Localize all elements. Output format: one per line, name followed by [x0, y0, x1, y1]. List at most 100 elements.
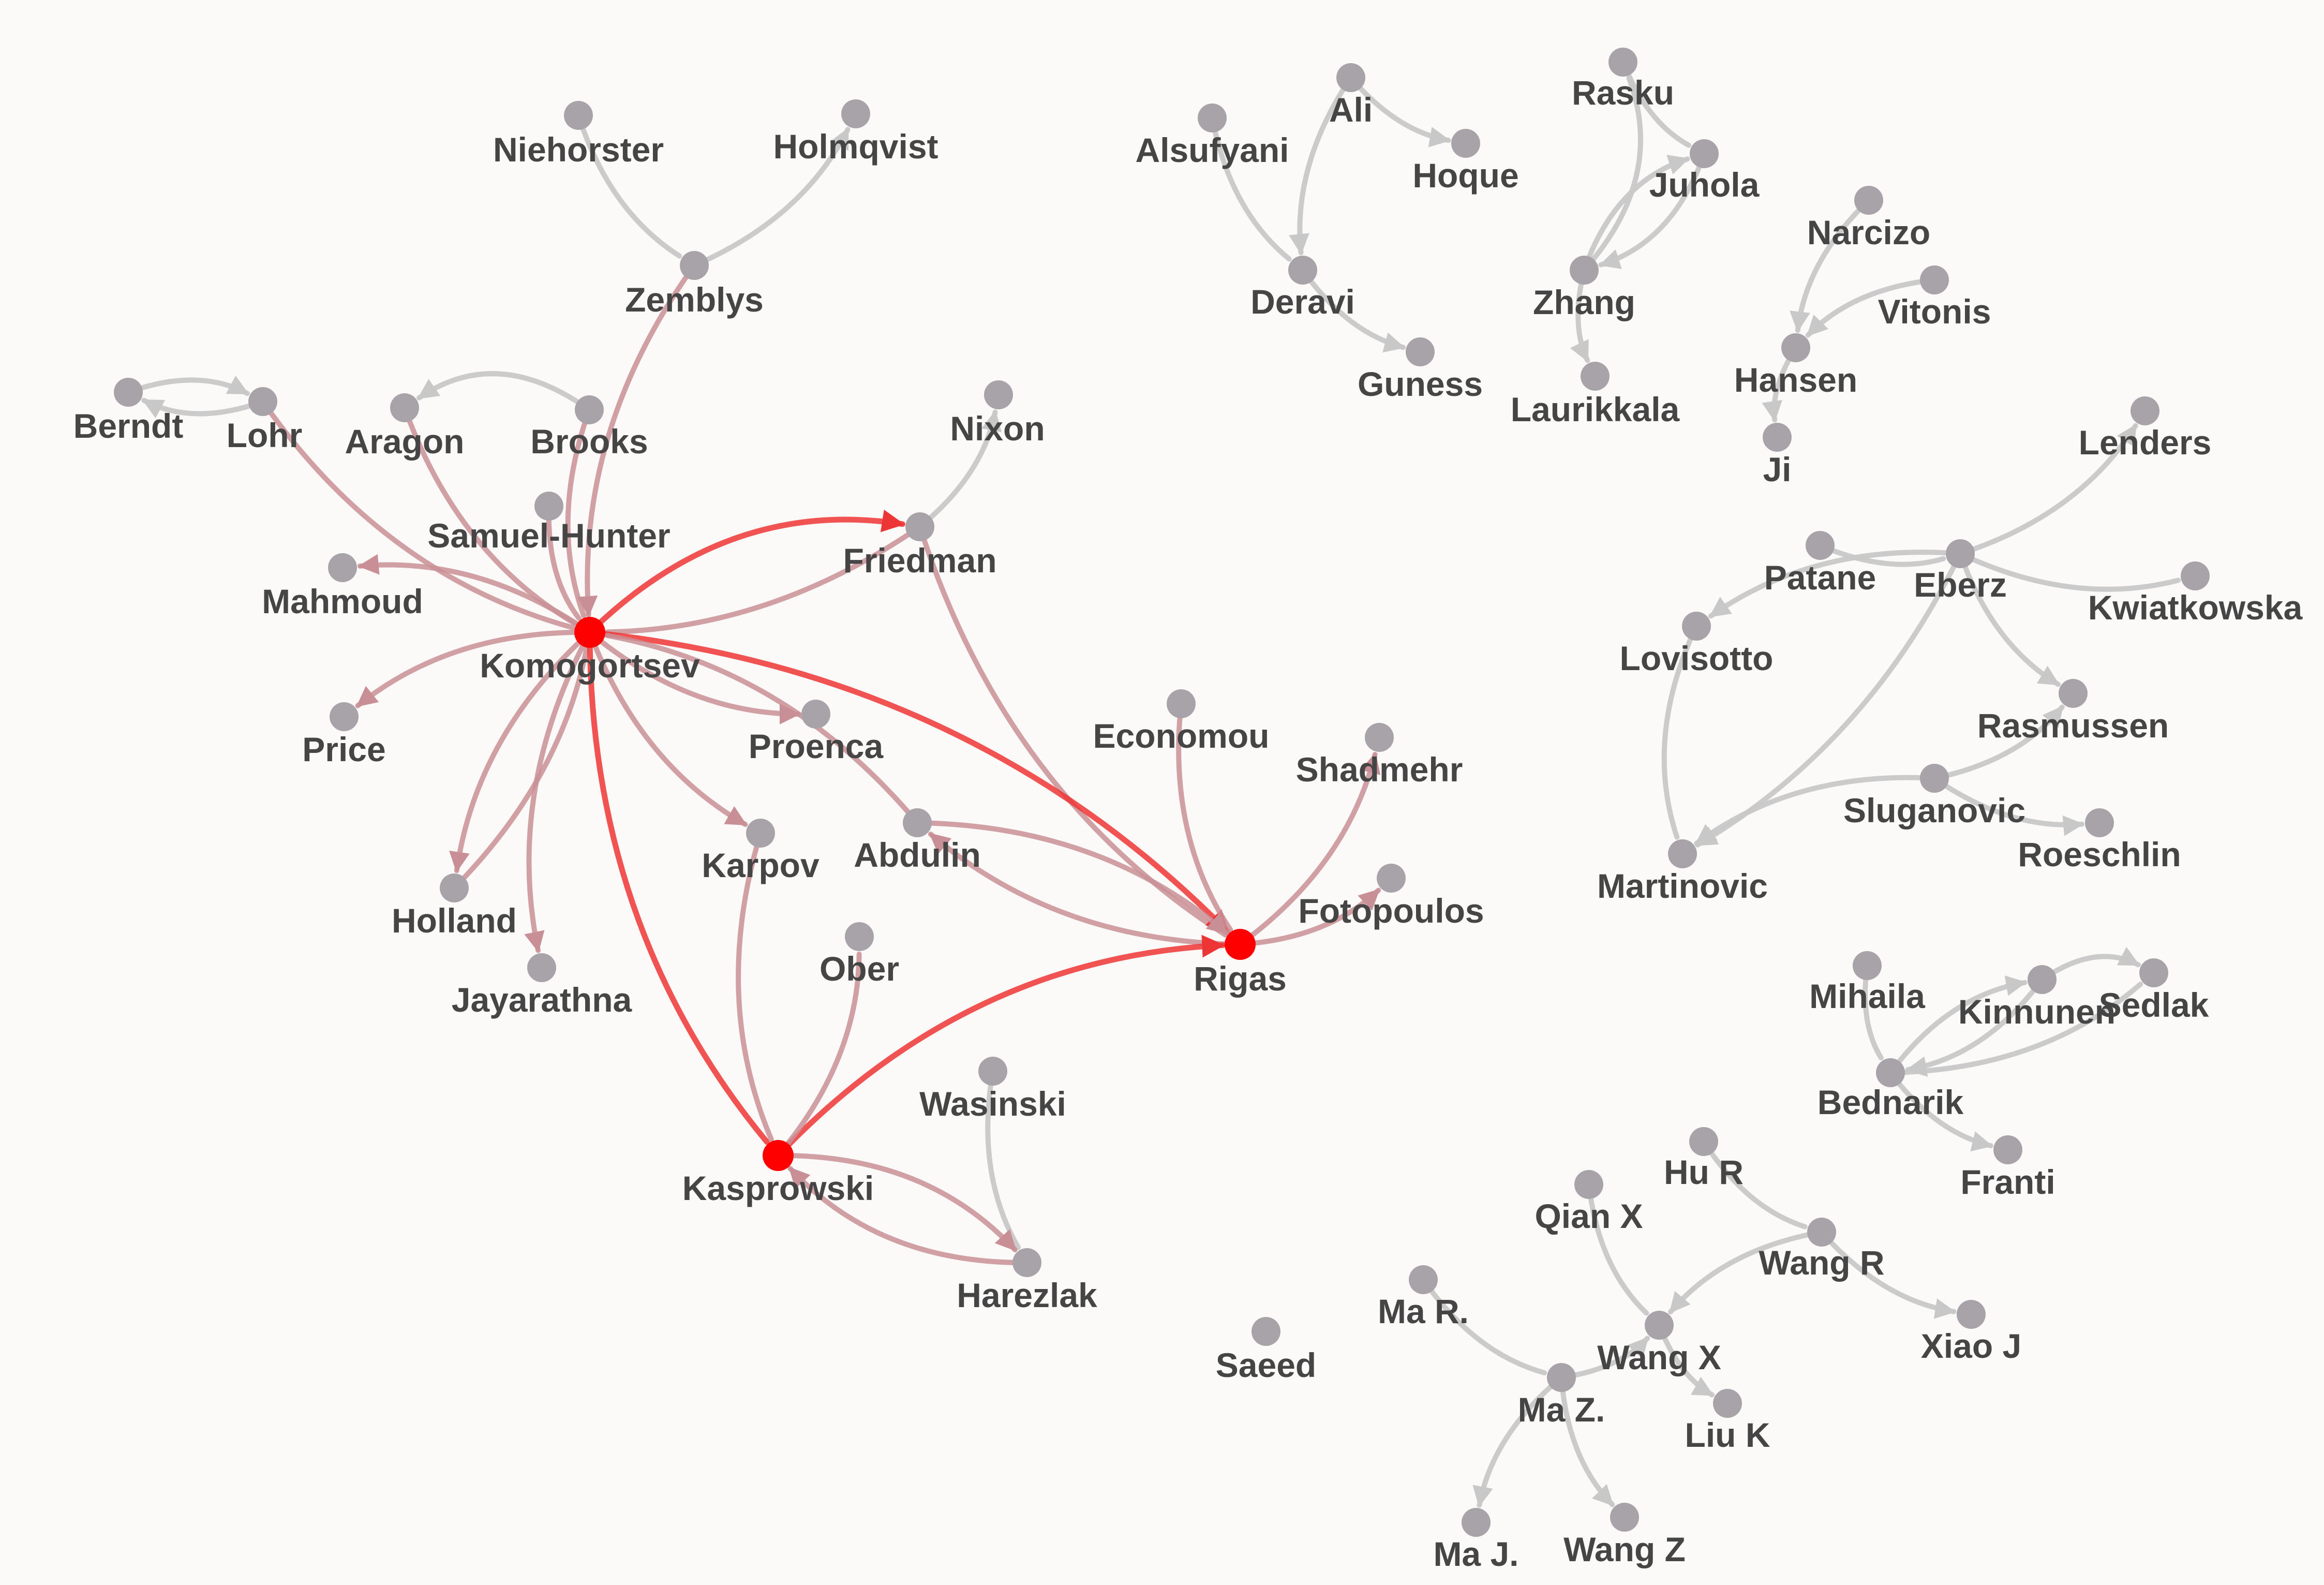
node-hoque[interactable]	[1451, 129, 1480, 158]
node-kasprowski[interactable]	[763, 1140, 794, 1171]
node-fotopoulos[interactable]	[1377, 864, 1406, 893]
node-sedlak[interactable]	[2139, 958, 2168, 987]
node-laurikkala[interactable]	[1581, 362, 1610, 391]
node-patane[interactable]	[1806, 531, 1835, 560]
node-ober[interactable]	[845, 922, 874, 951]
edge-juhola-to-zhang	[1598, 151, 1707, 269]
node-label-proenca: Proenca	[749, 727, 884, 765]
node-sluganovic[interactable]	[1920, 764, 1949, 793]
node-wang-x[interactable]	[1645, 1311, 1674, 1340]
node-zemblys[interactable]	[680, 251, 709, 280]
edge-komogortsev-to-jayarathna	[524, 630, 592, 953]
edge-komogortsev-to-karpov	[587, 630, 748, 827]
node-qian-x[interactable]	[1574, 1170, 1603, 1199]
node-kwiatkowska[interactable]	[2181, 561, 2210, 590]
node-hu-r[interactable]	[1689, 1127, 1718, 1156]
edge-patane-to-eberz	[1818, 543, 1946, 567]
node-martinovic[interactable]	[1668, 839, 1697, 868]
node-lenders[interactable]	[2131, 396, 2159, 425]
edge-lohr-to-berndt	[141, 397, 265, 419]
node-lovisotto[interactable]	[1682, 612, 1711, 641]
edge-berndt-to-lohr	[126, 375, 250, 396]
node-alsufyani[interactable]	[1198, 103, 1227, 132]
node-label-berndt: Berndt	[73, 407, 184, 445]
node-abdulin[interactable]	[903, 808, 932, 837]
node-proenca[interactable]	[801, 700, 830, 729]
node-friedman[interactable]	[905, 512, 934, 541]
edge-kasprowski-to-rigas	[775, 935, 1226, 1159]
node-mihaila[interactable]	[1853, 951, 1882, 980]
node-label-hoque: Hoque	[1412, 156, 1518, 195]
node-narcizo[interactable]	[1854, 186, 1883, 215]
node-label-holmqvist: Holmqvist	[773, 127, 938, 166]
edge-bednarik-to-sedlak	[1888, 982, 2143, 1075]
node-jayarathna[interactable]	[527, 953, 556, 982]
node-label-abdulin: Abdulin	[854, 836, 981, 874]
node-label-sedlak: Sedlak	[2099, 986, 2209, 1024]
node-label-shadmehr: Shadmehr	[1296, 750, 1463, 789]
node-label-fotopoulos: Fotopoulos	[1298, 892, 1484, 930]
node-label-saeed: Saeed	[1216, 1346, 1316, 1384]
node-rasmussen[interactable]	[2059, 679, 2088, 708]
node-ma-z[interactable]	[1547, 1363, 1576, 1392]
node-ma-r[interactable]	[1409, 1265, 1438, 1294]
node-zhang[interactable]	[1570, 256, 1599, 285]
node-samuel-hunter[interactable]	[534, 492, 563, 521]
node-harezlak[interactable]	[1012, 1248, 1041, 1277]
node-economou[interactable]	[1167, 689, 1196, 718]
node-kinnunen[interactable]	[2028, 965, 2057, 994]
node-komogortsev[interactable]	[574, 617, 605, 648]
node-price[interactable]	[330, 702, 359, 731]
node-rasku[interactable]	[1608, 48, 1637, 77]
edge-lohr-to-komogortsev	[260, 399, 576, 630]
node-deravi[interactable]	[1288, 256, 1317, 285]
node-label-lohr: Lohr	[227, 416, 303, 454]
edge-ma-z-to-wang-z	[1559, 1375, 1615, 1507]
node-wang-r[interactable]	[1807, 1218, 1836, 1247]
node-ji[interactable]	[1763, 423, 1792, 452]
node-mahmoud[interactable]	[328, 553, 357, 582]
edge-rigas-to-abdulin	[928, 832, 1243, 947]
edge-komogortsev-to-rigas	[587, 629, 1231, 935]
node-lohr[interactable]	[248, 387, 277, 416]
edge-eberz-to-lenders	[1958, 423, 2138, 556]
node-xiao-j[interactable]	[1957, 1300, 1986, 1329]
node-ma-j[interactable]	[1462, 1508, 1491, 1537]
node-karpov[interactable]	[746, 819, 775, 848]
node-eberz[interactable]	[1946, 539, 1975, 568]
node-berndt[interactable]	[114, 378, 143, 407]
node-rigas[interactable]	[1225, 929, 1256, 960]
node-label-kasprowski: Kasprowski	[682, 1169, 874, 1207]
node-holmqvist[interactable]	[841, 99, 870, 128]
node-shadmehr[interactable]	[1365, 723, 1394, 752]
node-label-economou: Economou	[1093, 717, 1270, 755]
edge-komogortsev-to-mahmoud	[357, 554, 592, 635]
node-saeed[interactable]	[1252, 1317, 1280, 1346]
node-holland[interactable]	[440, 873, 469, 902]
node-ali[interactable]	[1336, 63, 1365, 92]
node-label-guness: Guness	[1358, 365, 1483, 403]
node-label-ma-z: Ma Z.	[1518, 1390, 1605, 1429]
node-wang-z[interactable]	[1610, 1503, 1639, 1532]
edge-harezlak-to-kasprowski	[787, 1165, 1030, 1266]
node-guness[interactable]	[1406, 337, 1435, 366]
node-label-holland: Holland	[392, 901, 517, 940]
node-juhola[interactable]	[1690, 139, 1719, 168]
edge-zemblys-to-komogortsev	[577, 263, 697, 618]
node-vitonis[interactable]	[1920, 265, 1949, 294]
node-roeschlin[interactable]	[2085, 808, 2114, 837]
node-label-wang-z: Wang Z	[1563, 1530, 1686, 1568]
node-franti[interactable]	[1993, 1135, 2022, 1164]
node-hansen[interactable]	[1781, 333, 1810, 362]
node-nixon[interactable]	[984, 380, 1013, 409]
node-niehorster[interactable]	[564, 101, 593, 130]
edge-niehorster-to-zemblys	[576, 113, 682, 259]
node-liu-k[interactable]	[1713, 1389, 1742, 1418]
node-wasinski[interactable]	[978, 1057, 1007, 1086]
node-aragon[interactable]	[390, 393, 419, 422]
node-brooks[interactable]	[575, 395, 604, 424]
edge-komogortsev-to-proenca	[587, 630, 801, 724]
node-bednarik[interactable]	[1876, 1058, 1905, 1087]
node-label-wasinski: Wasinski	[919, 1085, 1066, 1123]
edge-wang-r-to-wang-x	[1668, 1230, 1824, 1315]
